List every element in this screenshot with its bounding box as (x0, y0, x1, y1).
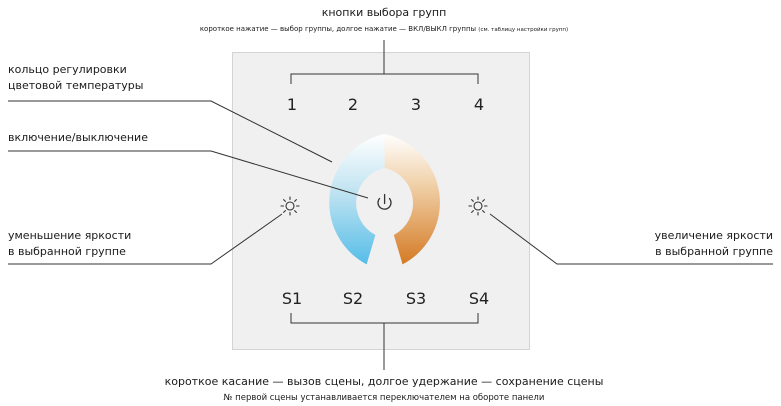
group-button-1[interactable]: 1 (286, 95, 298, 114)
group-button-3[interactable]: 3 (410, 95, 422, 114)
ring-warm-half[interactable] (384, 134, 440, 265)
sun-dim-icon[interactable] (280, 196, 300, 216)
ring-label-line1: кольцо регулировки (8, 63, 127, 76)
ring-cold-half[interactable] (329, 134, 385, 265)
power-leader-line (8, 150, 369, 199)
group-buttons-subtitle-note: (см. таблицу настройки групп) (478, 27, 569, 33)
dim-down-label-line2: в выбранной группе (8, 245, 126, 258)
dim-down-label: уменьшение яркости в выбранной группе (8, 228, 131, 260)
scene-buttons-title: короткое касание — вызов сцены, долгое у… (164, 375, 604, 388)
scene-button-s4[interactable]: S4 (468, 289, 490, 308)
dim-down-label-line1: уменьшение яркости (8, 229, 132, 242)
ring-leader-line (8, 100, 333, 163)
dim-up-label-line1: увеличение яркости (654, 229, 773, 242)
dim-down-leader-line (8, 213, 283, 265)
ring-label: кольцо регулировки цветовой температуры (8, 62, 143, 94)
dim-up-label: увеличение яркости в выбранной группе (655, 228, 773, 260)
dim-up-leader-line (489, 213, 773, 265)
control-panel: 1 2 3 4 S1 S2 S3 S4 (232, 52, 530, 350)
group-buttons-subtitle: короткое нажатие — выбор группы, долгое … (200, 24, 568, 35)
scene-button-s1[interactable]: S1 (281, 289, 303, 308)
power-icon[interactable] (377, 193, 392, 210)
group-buttons-title: кнопки выбора групп (321, 6, 447, 19)
sun-bright-icon[interactable] (468, 196, 488, 216)
group-button-4[interactable]: 4 (473, 95, 485, 114)
ring-label-line2: цветовой температуры (8, 79, 144, 92)
group-buttons-subtitle-main: короткое нажатие — выбор группы, долгое … (199, 25, 477, 33)
scene-buttons-bracket (290, 313, 479, 370)
scene-button-s2[interactable]: S2 (342, 289, 364, 308)
power-label: включение/выключение (8, 131, 148, 144)
group-button-2[interactable]: 2 (347, 95, 359, 114)
scene-buttons-subtitle: № первой сцены устанавливается переключа… (223, 393, 545, 403)
group-buttons-bracket (290, 40, 479, 84)
dim-up-label-line2: в выбранной группе (655, 245, 773, 258)
scene-button-s3[interactable]: S3 (405, 289, 427, 308)
